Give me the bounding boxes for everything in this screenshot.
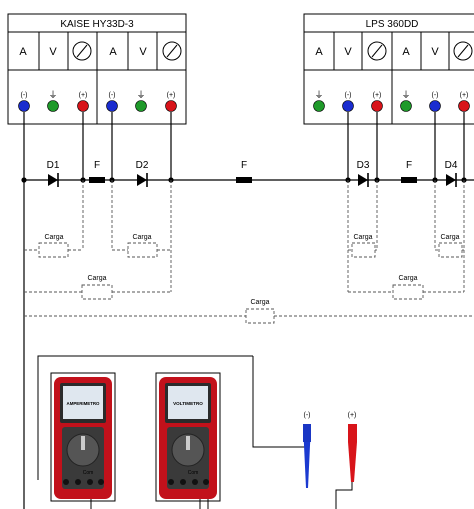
terminal-red	[371, 100, 383, 112]
terminal-blue	[18, 100, 30, 112]
cell-a2: A	[109, 46, 117, 58]
fuse-3: F	[401, 160, 417, 183]
diode-d3: D3	[357, 160, 370, 187]
terminal-label-neg: (-)	[21, 92, 28, 99]
load-box	[438, 242, 463, 258]
probe-negative: (-)	[303, 412, 311, 488]
power-supply-kaise: KAISE HY33D-3 A V A V (-) ⏚ (+) (-) ⏚ (+…	[7, 13, 187, 125]
power-supply-lps: LPS 360DD A V A V ⏚ (-) (+) ⏚ (-) (+)	[303, 13, 474, 125]
terminal-green	[47, 100, 59, 112]
probe-positive: (+)	[348, 412, 357, 482]
fuse-label: F	[241, 160, 247, 171]
dial-icon	[453, 41, 473, 61]
ground-icon: ⏚	[48, 90, 57, 100]
terminal-red	[458, 100, 470, 112]
cell-v2: V	[139, 46, 147, 58]
load-label: Carga	[44, 234, 63, 241]
dial-icon	[367, 41, 387, 61]
fuse-label: F	[406, 160, 412, 171]
meter-screen-label: AMPERIMETRO	[67, 401, 101, 406]
terminal-green	[400, 100, 412, 112]
supply-name: KAISE HY33D-3	[60, 19, 134, 30]
cell-a1: A	[19, 46, 27, 58]
diode-label: D2	[136, 160, 149, 171]
dial-icon	[72, 41, 92, 61]
terminal-blue	[429, 100, 441, 112]
terminal-label-pos: (+)	[373, 92, 382, 99]
ground-icon: ⏚	[136, 90, 145, 100]
diode-label: D1	[47, 160, 60, 171]
fuse-1: F	[89, 160, 105, 183]
load-box	[81, 284, 113, 300]
load-label: Carga	[87, 275, 106, 282]
fuse-label: F	[94, 160, 100, 171]
load-box	[38, 242, 69, 258]
supply-name: LPS 360DD	[366, 19, 419, 30]
terminal-label-pos: (+)	[79, 92, 88, 99]
load-label: Carga	[398, 275, 417, 282]
terminal-label-neg: (-)	[345, 92, 352, 99]
terminal-label-neg: (-)	[109, 92, 116, 99]
cell-v1: V	[344, 46, 352, 58]
cell-v2: V	[431, 46, 439, 58]
terminal-label-neg: (-)	[432, 92, 439, 99]
meter-screen	[63, 386, 103, 419]
meter-mode-label: Com	[83, 470, 94, 476]
terminal-red	[77, 100, 89, 112]
cell-a2: A	[402, 46, 410, 58]
probe-label-neg: (-)	[304, 412, 311, 419]
load-label: Carga	[250, 299, 269, 306]
load-label: Carga	[353, 234, 372, 241]
load-wiring	[24, 180, 474, 317]
load-label: Carga	[132, 234, 151, 241]
multimeter-ammeter: AMPERIMETRO Com	[50, 372, 116, 502]
ground-icon: ⏚	[314, 90, 323, 100]
probe-label-pos: (+)	[348, 412, 357, 419]
terminal-blue	[342, 100, 354, 112]
load-resistors: Carga Carga Carga Carga Carga Carga Carg…	[38, 234, 463, 324]
cell-v1: V	[49, 46, 57, 58]
load-label: Carga	[440, 234, 459, 241]
ground-icon: ⏚	[401, 90, 410, 100]
diode-label: D3	[357, 160, 370, 171]
multimeter-voltmeter: VOLTIMETRO Com	[155, 372, 221, 502]
load-box	[351, 242, 376, 258]
meter-screen	[168, 386, 208, 419]
load-box	[392, 284, 424, 300]
meter-screen-label: VOLTIMETRO	[173, 401, 203, 406]
terminal-label-pos: (+)	[167, 92, 176, 99]
fuse-2: F	[236, 160, 252, 183]
cell-a1: A	[315, 46, 323, 58]
terminal-label-pos: (+)	[460, 92, 469, 99]
terminal-blue	[106, 100, 118, 112]
diode-d4: D4	[445, 160, 458, 187]
diode-d2: D2	[136, 160, 149, 187]
dial-icon	[162, 41, 182, 61]
meter-mode-label: Com	[188, 470, 199, 476]
diode-d1: D1	[47, 160, 60, 187]
load-box	[127, 242, 158, 258]
terminal-green	[313, 100, 325, 112]
load-box	[245, 308, 275, 324]
diode-label: D4	[445, 160, 458, 171]
terminal-green	[135, 100, 147, 112]
terminal-red	[165, 100, 177, 112]
